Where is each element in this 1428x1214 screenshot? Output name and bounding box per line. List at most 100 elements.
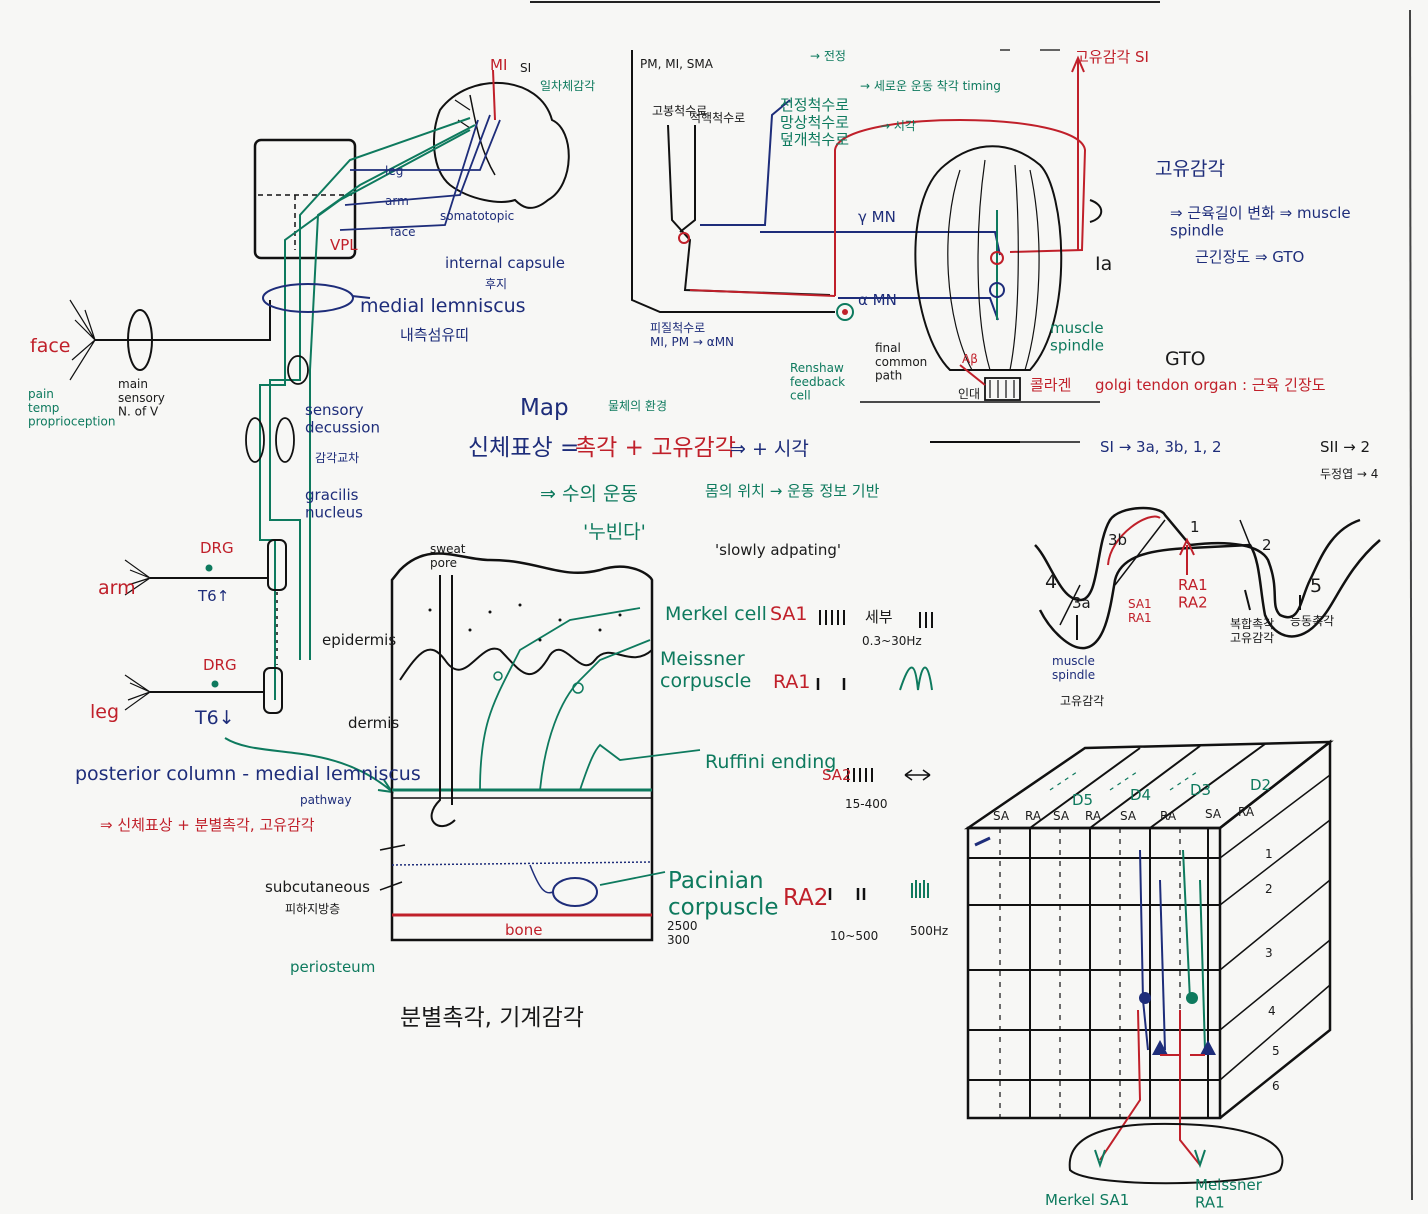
leg-root-label: leg (90, 701, 119, 723)
skin-caption: 분별촉각, 기계감각 (400, 1005, 584, 1031)
internal-capsule-ko: 후지 (485, 277, 507, 291)
layer-3: 3 (1265, 946, 1273, 960)
tract-note-1: → 전정 (810, 49, 846, 63)
digit-d2: D2 (1250, 776, 1271, 794)
area-4: 4 (1045, 571, 1057, 593)
area-3a: 3a (1072, 594, 1091, 612)
m1-label: MI (490, 56, 507, 74)
subcutaneous-label: subcutaneous (265, 878, 370, 896)
t6-down-label: T6↓ (194, 707, 235, 729)
skin-diagram (379, 552, 933, 942)
meissner-type: RA1 (773, 671, 811, 693)
layer-1: 1 (1265, 847, 1273, 861)
d2-ra: RA (1238, 805, 1255, 819)
bone-label: bone (505, 921, 542, 939)
position-note: 몸의 위치 → 운동 정보 기반 (705, 482, 880, 500)
posterior-pathway-label: pathway (300, 793, 352, 807)
ab-label: Aβ (962, 352, 978, 366)
map-title: Map (520, 395, 569, 421)
merkel-sa1-label: Merkel SA1 (1045, 1191, 1129, 1209)
nubinda-label: '누빈다' (583, 521, 646, 543)
ruffini-label: Ruffini ending (705, 751, 836, 773)
arm-label-top: arm (385, 194, 409, 208)
layer-6: 6 (1272, 1079, 1280, 1093)
merkel-type: SA1 (770, 603, 808, 625)
face-label-top: face (390, 225, 416, 239)
proprio-line2: 근긴장도 ⇒ GTO (1195, 248, 1304, 266)
arm-root-label: arm (98, 577, 136, 599)
d3-sa: SA (1120, 809, 1137, 823)
ia-label: Ia (1095, 253, 1112, 275)
decussion-ko: 감각교차 (315, 451, 359, 465)
slowly-adapting-label: 'slowly adpating' (715, 541, 841, 559)
spinal-motor-diagram (631, 49, 1103, 443)
muscle-outline (914, 145, 1063, 371)
somatotopic-label: somatotopic (440, 209, 514, 223)
layer-2: 2 (1265, 882, 1273, 896)
drg-label-leg: DRG (203, 656, 237, 674)
merkel-range: 0.3~30Hz (862, 634, 922, 648)
ruffini-range: 15-400 (845, 797, 888, 811)
d2-sa: SA (1205, 807, 1222, 821)
subcutaneous-ko: 피하지방층 (285, 902, 340, 916)
tracts-top-label: PM, MI, SMA (640, 57, 714, 71)
dermis-label: dermis (348, 714, 399, 732)
medial-lemniscus-ko: 내측섬유띠 (400, 326, 469, 344)
pacinian-type: RA2 (783, 885, 828, 911)
gamma-mn-label: γ MN (858, 208, 896, 226)
d4-sa: SA (1053, 809, 1070, 823)
d5-ra: RA (1025, 809, 1042, 823)
cortex-gyrus-diagram (930, 441, 1381, 650)
layer-4: 4 (1268, 1004, 1276, 1018)
internal-capsule-label: internal capsule (445, 254, 565, 272)
digit-d3: D3 (1190, 781, 1211, 799)
area-3b: 3b (1108, 531, 1127, 549)
cortical-column-block (963, 739, 1334, 1185)
d5-sa: SA (993, 809, 1010, 823)
tract-note-2: → 세로운 운동 착각 timing (860, 79, 1001, 93)
cortex-ms-ko: 고유감각 (1060, 694, 1104, 708)
pacinian-range: 10~500 (830, 929, 878, 943)
s1-map-label: SI → 3a, 3b, 1, 2 (1100, 438, 1222, 456)
tract-note-3: → 시각 (880, 119, 916, 133)
pacinian-note: 500Hz (910, 924, 948, 938)
golgi-label: golgi tendon organ : 근육 긴장도 (1095, 376, 1326, 394)
env-note: 물체의 환경 (608, 399, 667, 413)
area-5: 5 (1310, 575, 1322, 597)
t6-up-label: T6↑ (197, 587, 229, 605)
thalamus-box (253, 138, 357, 260)
si-note: 일차체감각 (540, 79, 595, 93)
d4-ra: RA (1085, 809, 1102, 823)
s2-note: 두정엽 → 4 (1320, 467, 1378, 481)
s2-map-label: SII → 2 (1320, 438, 1370, 456)
tract1-label: 고봉척수로 (652, 104, 707, 118)
tract2-label: 적핵척수로 (690, 111, 745, 125)
pathway-summary: ⇒ 신체표상 + 분별촉각, 고유감각 (100, 816, 315, 834)
equation-rhs: 촉각 + 고유감각 (575, 435, 736, 461)
proprio-si-label: 고유감각 SI (1075, 48, 1149, 66)
active-label: 능동촉각 (1290, 614, 1334, 628)
posterior-column-label: posterior column - medial lemniscus (75, 763, 421, 785)
si-label: SI (520, 61, 531, 75)
vpl-label: VPL (330, 236, 358, 254)
collagen-label: 콜라겐 (1030, 376, 1071, 394)
voluntary-label: ⇒ 수의 운동 (540, 483, 638, 505)
layer-5: 5 (1272, 1044, 1280, 1058)
gto-label: GTO (1165, 348, 1206, 370)
skin-outline (390, 552, 654, 942)
alpha-mn-label: α MN (858, 291, 897, 309)
